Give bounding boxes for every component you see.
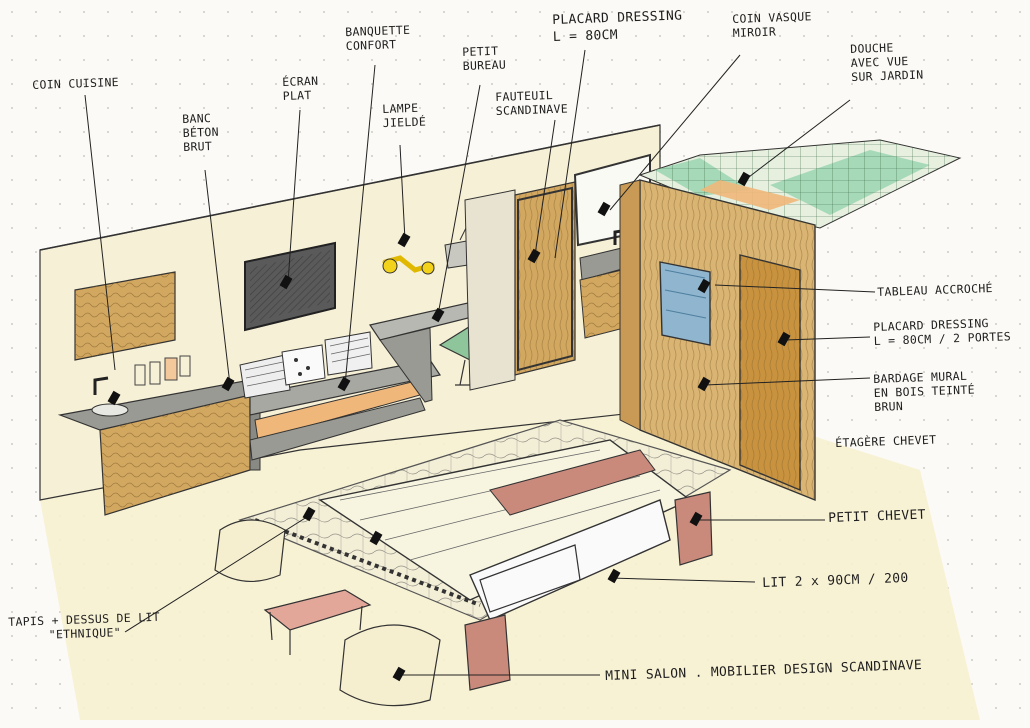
cushion xyxy=(239,354,291,399)
cushion xyxy=(281,344,326,386)
armchair xyxy=(214,519,286,583)
hung-painting xyxy=(659,261,711,346)
wood-cladding-side xyxy=(619,179,641,431)
pillar xyxy=(464,189,516,391)
armchair xyxy=(339,624,441,707)
leader-lines xyxy=(84,49,876,676)
bedside-table xyxy=(674,491,713,566)
label-petit-chevet: PETIT CHEVET xyxy=(828,507,927,526)
label-tapis: TAPIS + DESSUS DE LIT"ETHNIQUE" xyxy=(8,609,161,642)
bedside-table xyxy=(464,614,511,691)
coffee-table xyxy=(263,589,372,631)
marker-dots xyxy=(107,171,791,682)
bed-pillows xyxy=(469,499,671,621)
cushion xyxy=(324,331,373,376)
